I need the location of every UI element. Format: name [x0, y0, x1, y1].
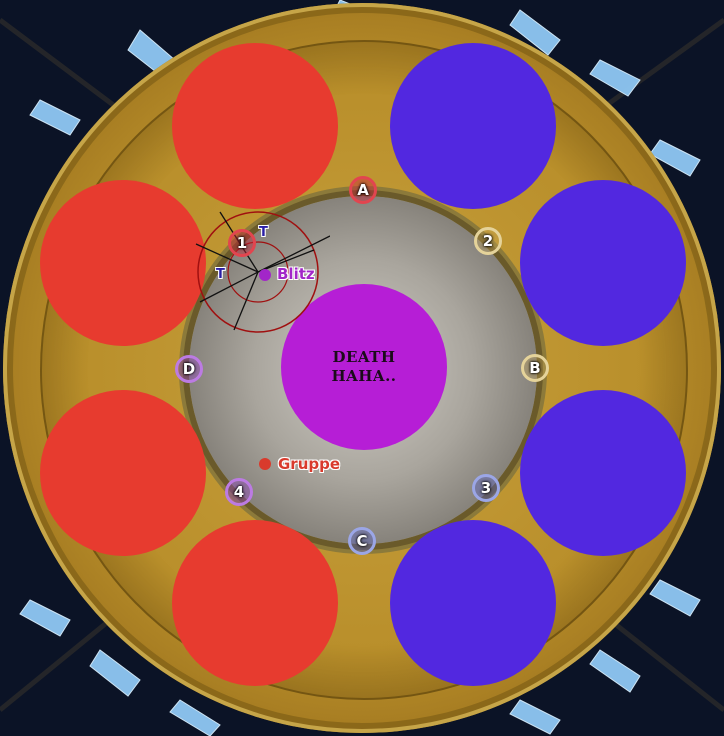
waymark-3: 3: [472, 474, 500, 502]
red-circle-top: [172, 43, 338, 209]
waymark-2: 2: [474, 227, 502, 255]
gruppe-dot: [259, 458, 271, 470]
red-circle-lower-left: [40, 390, 206, 556]
tank-marker-left: T: [216, 267, 225, 282]
blitz-label: Blitz: [277, 265, 315, 283]
waymark-b: B: [521, 354, 549, 382]
waymark-4: 4: [225, 478, 253, 506]
gruppe-label: Gruppe: [278, 455, 341, 473]
center-danger-circle: DEATH HAHA..: [281, 284, 447, 450]
blue-circle-top: [390, 43, 556, 209]
red-circle-upper-left: [40, 180, 206, 346]
center-text-line1: DEATH: [332, 348, 396, 366]
blitz-dot: [259, 269, 271, 281]
waymark-c: C: [348, 527, 376, 555]
blue-circle-lower-right: [520, 390, 686, 556]
chain-icon: [0, 17, 724, 712]
tank-marker-upper: T: [259, 225, 268, 240]
waymark-a: A: [349, 176, 377, 204]
blue-circle-bottom: [390, 520, 556, 686]
waymark-d: D: [175, 355, 203, 383]
ice-crystal-icon: [19, 0, 701, 736]
red-circle-bottom: [172, 520, 338, 686]
blue-circle-upper-right: [520, 180, 686, 346]
center-text-line2: HAHA..: [331, 367, 397, 385]
waymark-1: 1: [228, 229, 256, 257]
